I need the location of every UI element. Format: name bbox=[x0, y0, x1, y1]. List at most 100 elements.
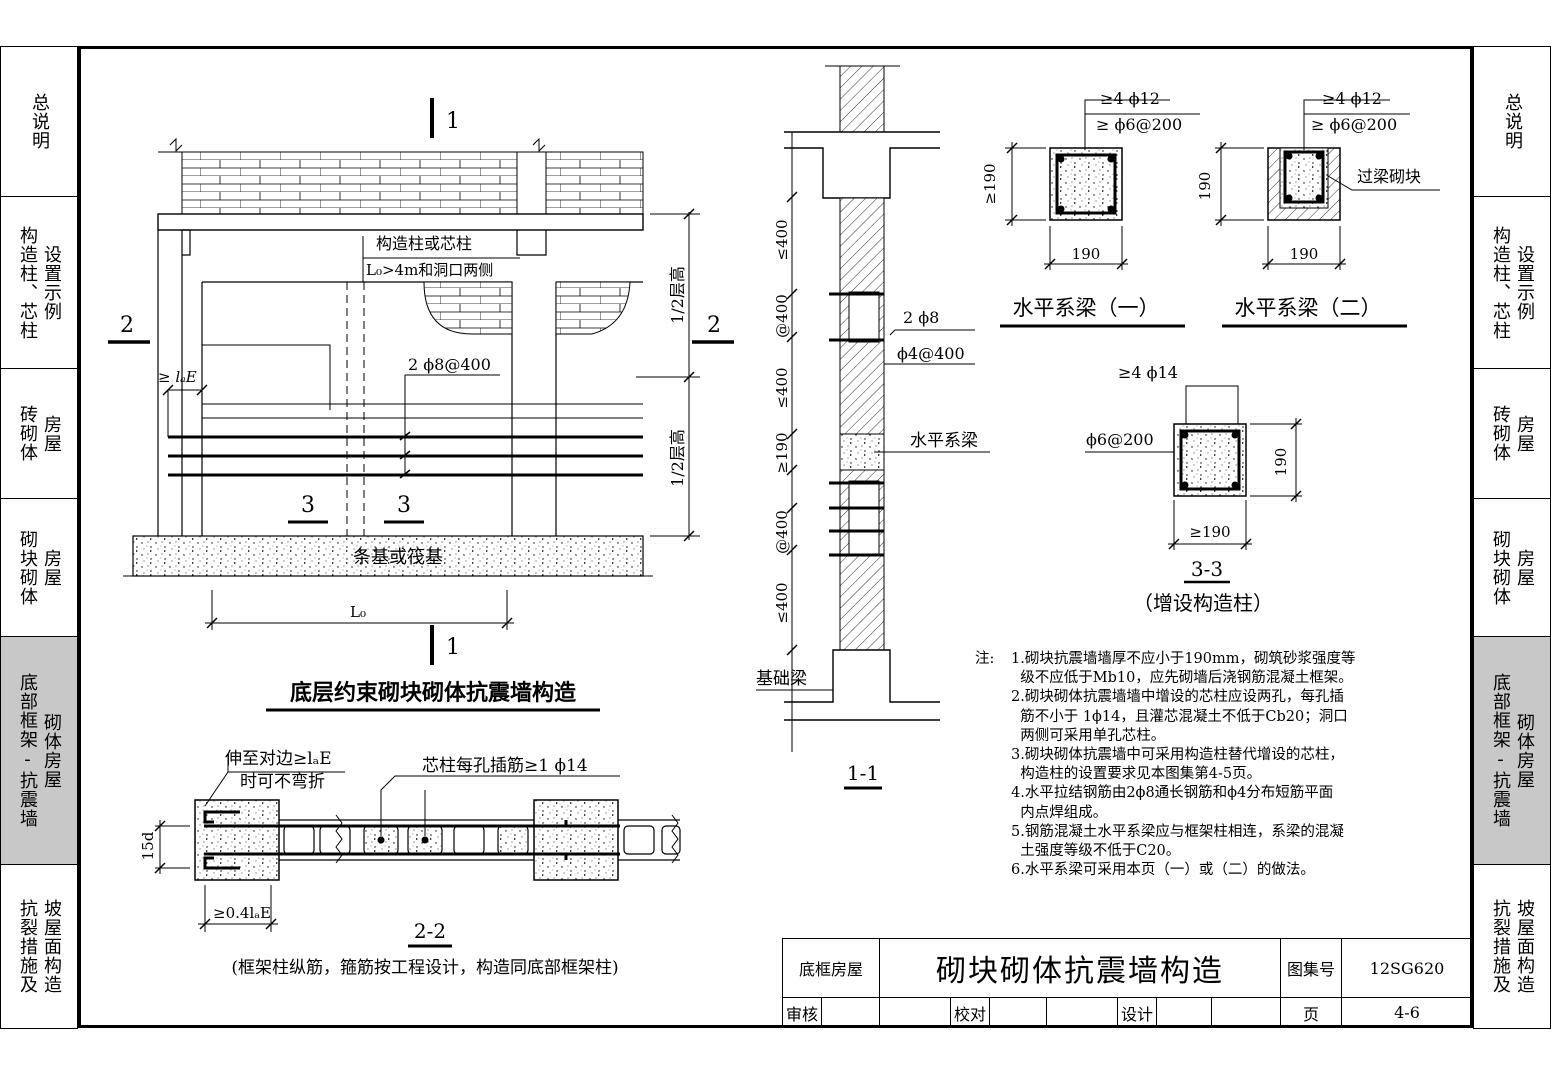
beam2-dim-h: 190 bbox=[1196, 172, 1214, 201]
tb-review-sign bbox=[821, 997, 880, 1028]
section-mark-3-right: 3 bbox=[397, 493, 411, 518]
tb-review-value bbox=[879, 997, 951, 1028]
sidebar-tab-label: 坡屋面构造 bbox=[1514, 899, 1535, 994]
label-horizontal-beam: 水平系梁 bbox=[910, 431, 978, 451]
sidebar-tab-text: 砖砌体房屋 bbox=[17, 405, 62, 462]
beam2-label-block: 过梁砌块 bbox=[1357, 167, 1421, 186]
sidebar-right-tab-5[interactable]: 底部框架-抗震墙砌体房屋 bbox=[1473, 636, 1551, 865]
sidebar-tab-label: 底部框架-抗震墙 bbox=[17, 673, 38, 828]
sidebar-tab-label: 房屋 bbox=[1514, 548, 1535, 587]
s22-dim-15d: 15d bbox=[139, 831, 157, 860]
beam2-bar-main: ≥4 ϕ12 bbox=[1322, 89, 1382, 108]
dim-190: ≥190 bbox=[773, 432, 791, 473]
beam2-bar-stirrup: ≥ ϕ6@200 bbox=[1311, 115, 1397, 134]
left-sidebar: 总说明构造柱、芯柱设置示例砖砌体房屋砌块砌体房屋底部框架-抗震墙砌体房屋抗裂措施… bbox=[0, 46, 78, 1029]
label-l0-rule: L₀>4m和洞口两侧 bbox=[366, 261, 493, 279]
beam2-dim-w: 190 bbox=[1290, 245, 1319, 263]
note-item: 5.钢筋混凝土水平系梁应与框架柱相连，系梁的混凝 土强度等级不低于C20。 bbox=[1011, 823, 1344, 860]
sidebar-tab-text: 底部框架-抗震墙砌体房屋 bbox=[1490, 673, 1535, 828]
tb-page-label: 页 bbox=[1280, 997, 1342, 1028]
tb-title: 砌块砌体抗震墙构造 bbox=[879, 938, 1281, 998]
dim-400-c: ≤400 bbox=[773, 582, 791, 623]
section-1-1-drawing: 1-1 ≤400 @400 ≤400 ≥190 @400 ≤400 2 ϕ8 ϕ… bbox=[756, 65, 990, 790]
s33-subtitle: （增设构造柱） bbox=[1133, 591, 1273, 615]
sidebar-tab-label: 砌块砌体 bbox=[17, 529, 38, 606]
sidebar-tab-label: 砌体房屋 bbox=[41, 712, 62, 789]
sidebar-tab-text: 底部框架-抗震墙砌体房屋 bbox=[17, 673, 62, 828]
label-bars: 2 ϕ8@400 bbox=[408, 355, 491, 374]
dim-at400-b: @400 bbox=[773, 510, 791, 554]
s22-label-core-bar: 芯柱每孔插筋≥1 ϕ14 bbox=[422, 756, 588, 776]
sidebar-tab-label: 坡屋面构造 bbox=[41, 899, 62, 994]
label-phi4: ϕ4@400 bbox=[897, 344, 965, 363]
tb-atlas-no: 12SG620 bbox=[1341, 938, 1473, 998]
sidebar-tab-text: 砌块砌体房屋 bbox=[1490, 529, 1535, 606]
tb-check-value bbox=[1046, 997, 1118, 1028]
s22-caption: (框架柱纵筋，箍筋按工程设计，构造同底部框架柱) bbox=[231, 958, 618, 978]
label-foundation: 条基或筏基 bbox=[353, 547, 443, 568]
section-mark-1-bottom: 1 bbox=[446, 635, 460, 660]
sidebar-tab-label: 底部框架-抗震墙 bbox=[1490, 673, 1511, 828]
sidebar-left-tab-2[interactable]: 构造柱、芯柱设置示例 bbox=[0, 196, 78, 369]
sidebar-left-tab-6[interactable]: 抗裂措施及坡屋面构造 bbox=[0, 864, 78, 1029]
note-item: 1.砌块抗震墙墙厚不应小于190mm，砌筑砂浆强度等 级不应低于Mb10，应先砌… bbox=[1011, 651, 1356, 687]
label-2phi8: 2 ϕ8 bbox=[903, 308, 939, 327]
sidebar-right-tab-2[interactable]: 构造柱、芯柱设置示例 bbox=[1473, 196, 1551, 369]
dim-400-a: ≤400 bbox=[773, 219, 791, 260]
sidebar-tab-label: 砖砌体 bbox=[17, 405, 38, 462]
sidebar-tab-text: 抗裂措施及坡屋面构造 bbox=[1490, 899, 1535, 994]
section-mark-3-left: 3 bbox=[301, 493, 315, 518]
s33-bar-main: ≥4 ϕ14 bbox=[1118, 363, 1178, 382]
beam2-title: 水平系梁（二） bbox=[1235, 296, 1382, 320]
right-sidebar: 总说明构造柱、芯柱设置示例砖砌体房屋砌块砌体房屋底部框架-抗震墙砌体房屋抗裂措施… bbox=[1473, 46, 1551, 1029]
sidebar-tab-label: 砌块砌体 bbox=[1490, 529, 1511, 606]
sidebar-tab-label: 设置示例 bbox=[1514, 244, 1535, 321]
dim-400-b: ≤400 bbox=[773, 367, 791, 408]
section-mark-1-top: 1 bbox=[446, 109, 460, 134]
beam1-bar-stirrup: ≥ ϕ6@200 bbox=[1096, 115, 1182, 134]
sidebar-tab-label: 房屋 bbox=[1514, 414, 1535, 453]
note-item: 2.砌块砌体抗震墙墙中增设的芯柱应设两孔，每孔插 筋不小于 1ϕ14，且灌芯混凝… bbox=[1011, 689, 1348, 744]
label-l0: L₀ bbox=[350, 603, 366, 621]
section-mark-2-left: 2 bbox=[120, 313, 134, 338]
s22-dim-04lae: ≥0.4lₐE bbox=[213, 904, 271, 922]
sidebar-tab-text: 砖砌体房屋 bbox=[1490, 405, 1535, 462]
sidebar-tab-text: 砌块砌体房屋 bbox=[17, 529, 62, 606]
tb-check: 校对 bbox=[950, 997, 990, 1028]
s33-dim-w: ≥190 bbox=[1189, 523, 1230, 541]
sidebar-tab-label: 抗裂措施及 bbox=[1490, 899, 1511, 994]
sidebar-tab-label: 砖砌体 bbox=[1490, 405, 1511, 462]
sidebar-tab-label: 构造柱、芯柱 bbox=[1490, 225, 1511, 340]
elevation-drawing: 1 1 2 2 3 3 构造柱或芯柱 L₀>4m和洞口两侧 2 ϕ8@400 ≥… bbox=[108, 98, 734, 712]
beam1-dim-h: ≥190 bbox=[981, 163, 999, 204]
beam-2-drawing: ≥4 ϕ12 ≥ ϕ6@200 过梁砌块 190 190 水平系梁（二） bbox=[1196, 89, 1440, 328]
beam1-dim-w: 190 bbox=[1072, 245, 1101, 263]
label-half-height-bottom: 1/2层高 bbox=[668, 429, 687, 487]
beam-1-drawing: ≥4 ϕ12 ≥ ϕ6@200 ≥190 190 水平系梁（一） bbox=[981, 89, 1200, 328]
sidebar-tab-text: 构造柱、芯柱设置示例 bbox=[17, 226, 62, 340]
label-half-height-top: 1/2层高 bbox=[668, 266, 687, 324]
s22-title: 2-2 bbox=[414, 919, 446, 943]
label-lae: ≥ lₐE bbox=[158, 368, 197, 386]
sidebar-right-tab-6[interactable]: 抗裂措施及坡屋面构造 bbox=[1473, 864, 1551, 1029]
sidebar-left-tab-5[interactable]: 底部框架-抗震墙砌体房屋 bbox=[0, 636, 78, 865]
beam1-bar-main: ≥4 ϕ12 bbox=[1100, 89, 1160, 108]
note-item: 4.水平拉结钢筋由2ϕ8通长钢筋和ϕ4分布短筋平面 内点焊组成。 bbox=[1011, 785, 1334, 821]
title-block: 底框房屋 砌块砌体抗震墙构造 图集号 12SG620 审核 校对 设计 页 4-… bbox=[782, 938, 1473, 1028]
sidebar-tab-text: 总说明 bbox=[29, 93, 50, 150]
note-item: 3.砌块砌体抗震墙中可采用构造柱替代增设的芯柱， 构造柱的设置要求见本图集第4-… bbox=[1011, 747, 1344, 783]
sidebar-tab-label: 总说明 bbox=[1502, 93, 1523, 150]
s33-dim-h: 190 bbox=[1272, 448, 1290, 477]
tb-page-no: 4-6 bbox=[1341, 997, 1473, 1028]
sidebar-tab-label: 砌体房屋 bbox=[1514, 712, 1535, 789]
notes-label: 注: bbox=[975, 651, 995, 667]
section-3-3-drawing: ≥4 ϕ14 ϕ6@200 190 ≥190 3-3 （增设构造柱） bbox=[1085, 363, 1302, 615]
note-item: 6.水平系梁可采用本页（一）或（二）的做法。 bbox=[1011, 862, 1315, 879]
drawing-frame bbox=[78, 46, 1473, 1028]
s22-label-extend-2: 时可不弯折 bbox=[240, 772, 325, 792]
sidebar-tab-label: 房屋 bbox=[41, 548, 62, 587]
tb-review: 审核 bbox=[782, 997, 822, 1028]
notes-list: 1.砌块抗震墙墙厚不应小于190mm，砌筑砂浆强度等 级不应低于Mb10，应先砌… bbox=[1011, 650, 1356, 880]
section-1-1-title: 1-1 bbox=[847, 761, 879, 785]
